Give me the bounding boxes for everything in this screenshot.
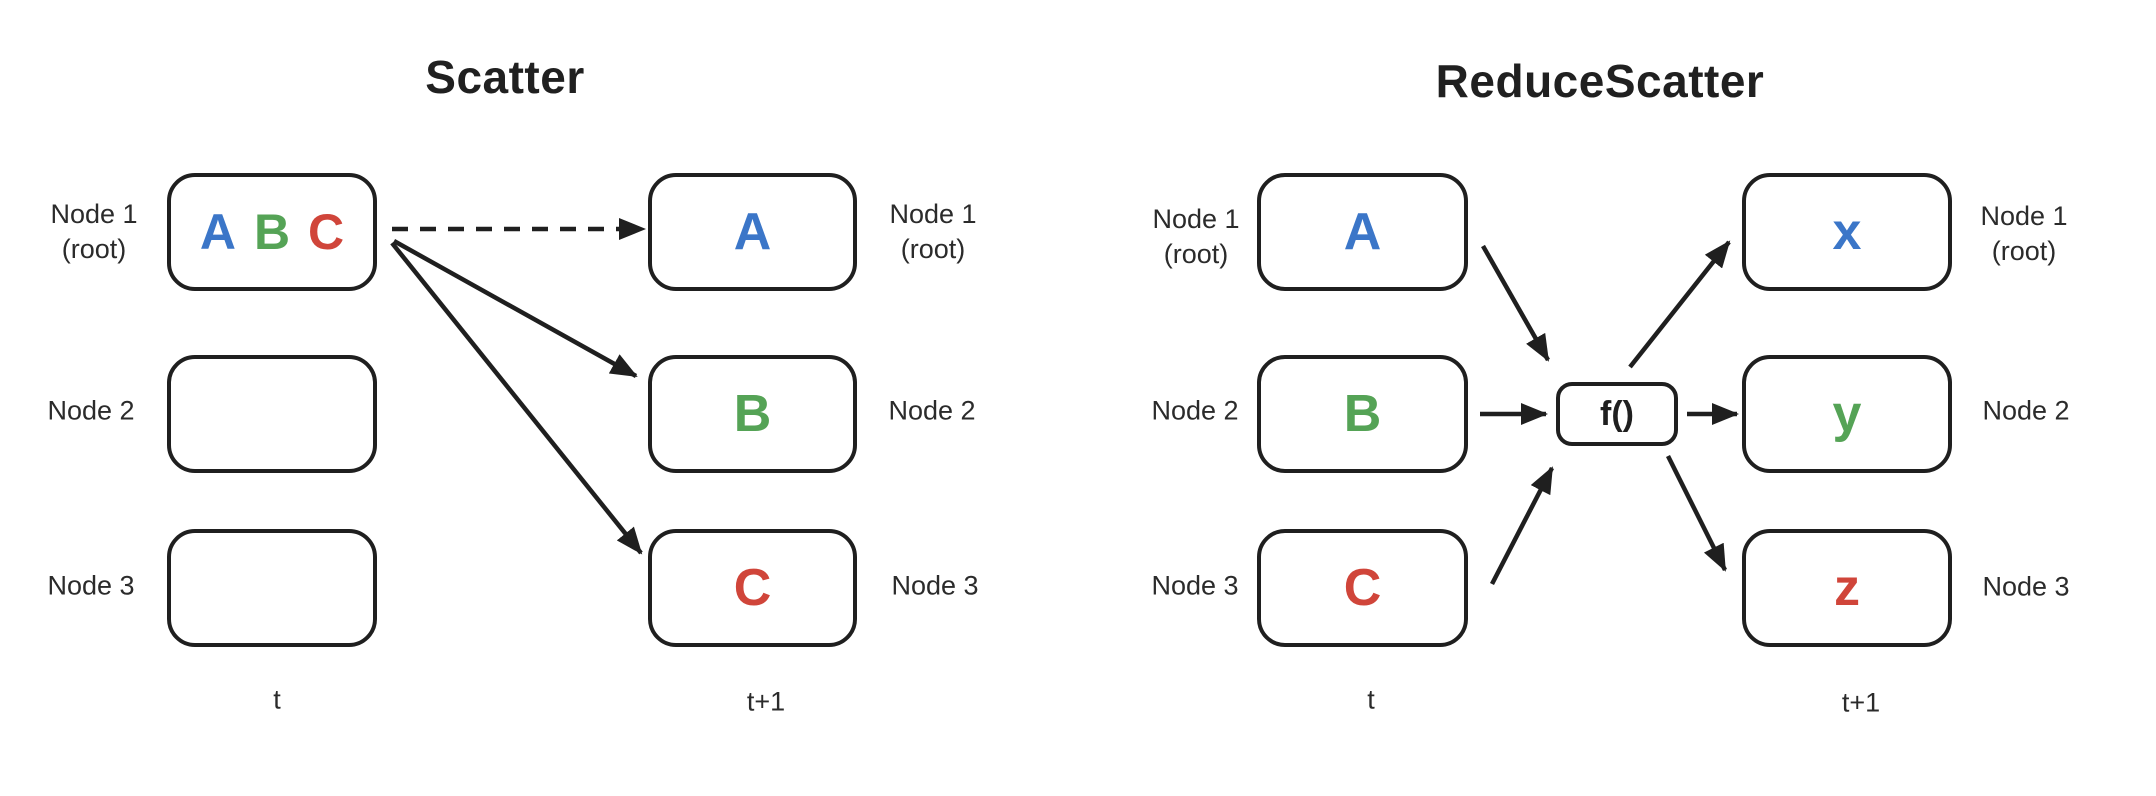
rs-dst-node1-label: Node 1 (root) xyxy=(1980,199,2067,269)
chunk-c: C xyxy=(1343,559,1382,617)
scatter-dst-node1-box: A xyxy=(648,173,857,291)
node1-label-line1: Node 1 xyxy=(1152,204,1240,234)
rs-src-node3-label: Node 3 xyxy=(1151,570,1239,601)
node1-label-line2: (root) xyxy=(1163,239,1229,269)
node1-label-line1: Node 1 xyxy=(50,199,138,229)
node1-label-line2: (root) xyxy=(61,234,127,264)
scatter-src-node1-box: A B C xyxy=(167,173,377,291)
reducescatter-title: ReduceScatter xyxy=(1435,55,1765,107)
chunk-a: A xyxy=(199,204,236,260)
scatter-title: Scatter xyxy=(425,51,585,103)
chunk-c: C xyxy=(308,204,345,260)
scatter-time-t1: t+1 xyxy=(746,686,786,717)
reduce-fn-label: f() xyxy=(1600,394,1634,433)
rs-dst-node1-box: x xyxy=(1742,173,1952,291)
scatter-src-node2-box xyxy=(167,355,377,473)
scatter-src-node1-label: Node 1 (root) xyxy=(50,197,137,267)
chunk-b: B xyxy=(253,204,291,260)
node1-label-line2: (root) xyxy=(1991,236,2057,266)
rs-time-t1: t+1 xyxy=(1841,687,1881,718)
rs-dst-node2-box: y xyxy=(1742,355,1952,473)
chunk-b: B xyxy=(733,385,772,443)
scatter-dst-node3-label: Node 3 xyxy=(891,570,979,601)
node1-label-line1: Node 1 xyxy=(889,199,977,229)
scatter-arrow-root-to-node3 xyxy=(390,241,643,555)
chunk-a: A xyxy=(733,203,772,261)
rs-src-node1-box: A xyxy=(1257,173,1468,291)
scatter-src-node3-box xyxy=(167,529,377,647)
node1-label-line1: Node 1 xyxy=(1980,201,2068,231)
scatter-dst-node1-label: Node 1 (root) xyxy=(889,197,976,267)
rs-src-node2-box: B xyxy=(1257,355,1468,473)
chunk-c: C xyxy=(733,559,772,617)
scatter-src-node1-data: A B C xyxy=(200,207,344,257)
scatter-dst-node2-box: B xyxy=(648,355,857,473)
chunk-a: A xyxy=(1343,203,1382,261)
rs-arrow-fn-to-x xyxy=(1628,240,1731,369)
reduce-fn-box: f() xyxy=(1556,382,1678,446)
rs-src-node2-label: Node 2 xyxy=(1151,395,1239,426)
rs-dst-node2-label: Node 2 xyxy=(1982,395,2070,426)
scatter-dst-node2-label: Node 2 xyxy=(888,395,976,426)
node1-label-line2: (root) xyxy=(900,234,966,264)
rs-dst-node3-box: z xyxy=(1742,529,1952,647)
scatter-time-t: t xyxy=(273,684,281,715)
scatter-dst-node3-box: C xyxy=(648,529,857,647)
chunk-z: z xyxy=(1834,559,1860,617)
rs-time-t: t xyxy=(1367,684,1375,715)
chunk-x: x xyxy=(1832,203,1862,261)
rs-arrow-a-to-fn xyxy=(1481,244,1550,362)
chunk-b: B xyxy=(1343,385,1382,443)
scatter-arrow-root-to-node2 xyxy=(392,239,638,378)
scatter-src-node2-label: Node 2 xyxy=(47,395,135,426)
rs-src-node3-box: C xyxy=(1257,529,1468,647)
scatter-src-node3-label: Node 3 xyxy=(47,570,135,601)
rs-arrow-fn-to-z xyxy=(1665,454,1728,572)
chunk-y: y xyxy=(1832,385,1862,443)
rs-src-node1-label: Node 1 (root) xyxy=(1152,202,1239,272)
rs-dst-node3-label: Node 3 xyxy=(1982,571,2070,602)
rs-arrow-c-to-fn xyxy=(1490,466,1554,586)
